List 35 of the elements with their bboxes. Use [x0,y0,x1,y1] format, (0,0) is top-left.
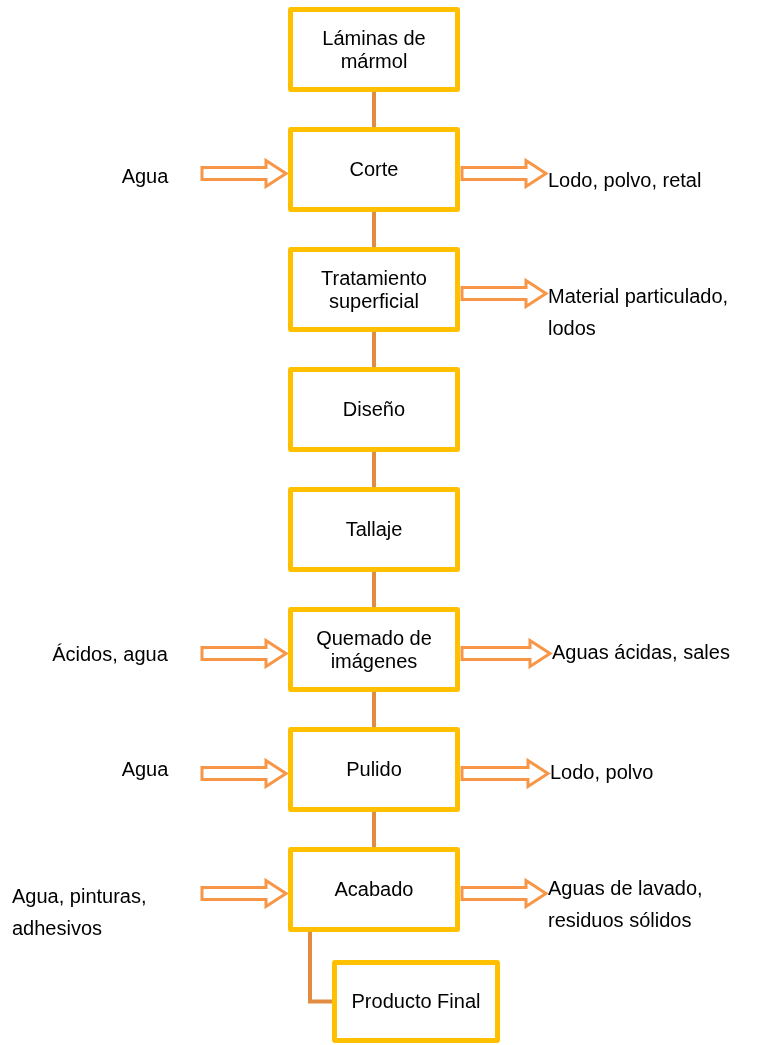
connector-line [372,692,376,727]
input-label: Ácidos, agua [20,638,200,668]
input-label: Agua, pinturas, adhesivos [12,880,200,944]
process-box: Diseño [288,367,460,452]
process-box: Corte [288,127,460,212]
connector-line [308,932,332,1004]
block-arrow [460,637,553,670]
block-arrow [460,157,549,190]
block-arrow [200,157,289,190]
process-box: Láminas de mármol [288,7,460,92]
output-label: Lodo, polvo [550,756,750,786]
output-label: Lodo, polvo, retal [548,164,768,194]
process-box: Pulido [288,727,460,812]
process-box: Producto Final [332,960,500,1043]
output-label: Aguas ácidas, sales [552,636,780,666]
connector-line [372,452,376,487]
block-arrow [460,757,551,790]
block-arrow [200,757,289,790]
block-arrow [200,877,289,910]
input-label: Agua [90,160,200,190]
process-box: Quemado de imágenes [288,607,460,692]
block-arrow [200,637,289,670]
output-label: Material particulado, lodos [548,280,773,344]
connector-line [372,572,376,607]
process-box: Tallaje [288,487,460,572]
connector-line [372,212,376,247]
connector-line [372,92,376,127]
connector-line [372,332,376,367]
block-arrow [460,277,549,310]
output-label: Aguas de lavado, residuos sólidos [548,872,738,936]
process-box: Acabado [288,847,460,932]
block-arrow [460,877,549,910]
process-box: Tratamiento superficial [288,247,460,332]
connector-line [372,812,376,847]
input-label: Agua [90,753,200,783]
